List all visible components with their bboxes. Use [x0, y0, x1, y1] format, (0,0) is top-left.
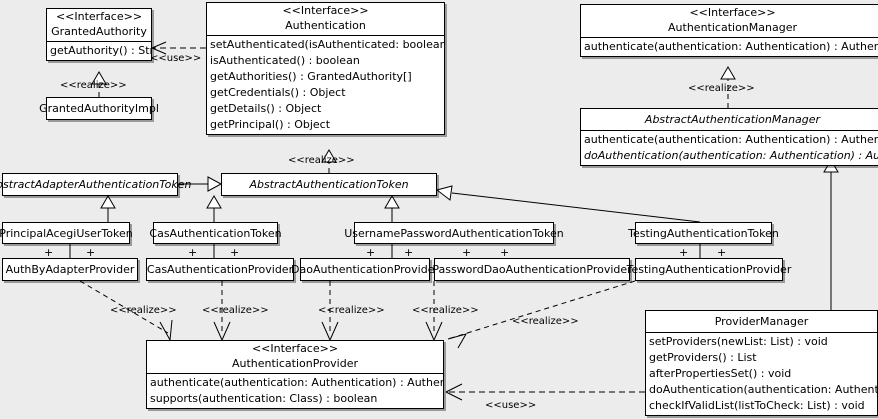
class-name: DaoAuthenticationProvider [291, 263, 439, 276]
operation: checkIfValidList(listToCheck: List) : vo… [649, 399, 865, 412]
class-abstract-adapter-authentication-token[interactable]: AbstractAdapterAuthenticationToken [0, 173, 191, 196]
class-header: <<Interface>> Authentication [207, 3, 444, 35]
class-name: ProviderManager [714, 315, 809, 328]
edge-generalize-providermanager [823, 159, 839, 310]
operations-compartment: authenticate(authentication: Authenticat… [581, 37, 878, 56]
edge-generalize-usernamepasswordtoken [384, 195, 400, 222]
class-granted-authority-impl[interactable]: GrantedAuthorityImpl [39, 97, 159, 120]
class-dao-authentication-provider[interactable]: DaoAuthenticationProvider [291, 258, 439, 281]
class-header: <<Interface>> AuthenticationManager [581, 5, 878, 37]
operation: getDetails() : Object [210, 102, 322, 115]
edge-label-realize-dao-authentication-provider: <<realize>> [318, 305, 385, 316]
operation: authenticate(authentication: Authenticat… [150, 376, 443, 389]
edge-use-providermanager-authenticationprovider [445, 383, 645, 401]
class-stereotype: <<Interface>> [689, 6, 776, 19]
class-header: AbstractAuthenticationManager [581, 109, 878, 130]
class-name: Authentication [285, 19, 366, 32]
class-name: AuthByAdapterProvider [5, 263, 135, 276]
association-plus: + [188, 246, 198, 259]
class-principal-acegi-user-token[interactable]: PrincipalAcegiUserToken [0, 222, 133, 244]
association-plus: + [462, 246, 472, 259]
class-stereotype: <<Interface>> [282, 4, 369, 17]
operation: getAuthority() : String [50, 44, 151, 57]
edge-label-realize-abstract-authentication-manager: <<realize>> [688, 83, 755, 94]
association-plus: + [366, 246, 376, 259]
class-abstract-authentication-manager[interactable]: AbstractAuthenticationManager authentica… [580, 108, 878, 166]
class-cas-authentication-token[interactable]: CasAuthenticationToken [149, 222, 282, 244]
operation: setProviders(newList: List) : void [649, 335, 828, 348]
operations-compartment: setAuthenticated(isAuthenticated: boolea… [207, 35, 444, 134]
class-authentication[interactable]: <<Interface>> Authentication setAuthenti… [206, 2, 445, 135]
edge-label-realize-auth-by-adapter-provider: <<realize>> [110, 305, 177, 316]
operation: authenticate(authentication: Authenticat… [584, 133, 878, 146]
class-username-password-authentication-token[interactable]: UsernamePasswordAuthenticationToken [344, 222, 564, 244]
class-name: UsernamePasswordAuthenticationToken [344, 226, 564, 240]
edge-label-realize-abstract-authentication-token: <<realize>> [288, 155, 355, 166]
class-stereotype: <<Interface>> [251, 342, 339, 355]
edge-label-realize-cas-authentication-provider: <<realize>> [202, 305, 269, 316]
operations-compartment: authenticate(authentication: Authenticat… [581, 130, 878, 165]
class-name: PasswordDaoAuthenticationProvider [432, 263, 632, 276]
class-header: ProviderManager [646, 311, 877, 332]
class-name: GrantedAuthority [51, 25, 147, 38]
class-name: AbstractAdapterAuthenticationToken [0, 178, 192, 191]
class-header: <<Interface>> AuthenticationProvider [147, 341, 443, 373]
class-authentication-manager[interactable]: <<Interface>> AuthenticationManager auth… [580, 4, 878, 57]
class-name: CasAuthenticationToken [149, 226, 282, 240]
operation: getAuthorities() : GrantedAuthority[] [210, 70, 412, 83]
edge-generalize-testingauthenticationtoken [435, 185, 701, 223]
operation: doAuthentication(authentication: Authent… [584, 149, 878, 162]
association-plus: + [44, 246, 54, 259]
operation: isAuthenticated() : boolean [210, 54, 360, 67]
operation: supports(authentication: Class) : boolea… [150, 392, 378, 405]
class-abstract-authentication-token[interactable]: AbstractAuthenticationToken [221, 173, 437, 196]
class-cas-authentication-provider[interactable]: CasAuthenticationProvider [146, 258, 294, 281]
edge-label-realize-granted-authority-impl: <<realize>> [60, 80, 127, 91]
class-authentication-provider[interactable]: <<Interface>> AuthenticationProvider aut… [146, 340, 444, 409]
operation: doAuthentication(authentication: Authent… [649, 383, 877, 396]
operation: setAuthenticated(isAuthenticated: boolea… [210, 38, 444, 51]
operation: getProviders() : List [649, 351, 757, 364]
association-plus: + [230, 246, 240, 259]
edge-generalize-principalacegiusertoken [100, 195, 116, 222]
class-name: GrantedAuthorityImpl [39, 102, 159, 115]
class-password-dao-authentication-provider[interactable]: PasswordDaoAuthenticationProvider [432, 258, 632, 281]
edge-label-use-authentication-granted-authority: <<use>> [150, 53, 202, 64]
class-name: AuthenticationProvider [231, 357, 359, 370]
class-auth-by-adapter-provider[interactable]: AuthByAdapterProvider [2, 258, 138, 281]
operations-compartment: setProviders(newList: List) : void getPr… [646, 332, 877, 415]
class-testing-authentication-provider[interactable]: TestingAuthenticationProvider [627, 258, 791, 281]
class-name: TestingAuthenticationProvider [626, 263, 792, 276]
class-stereotype: <<Interface>> [55, 10, 143, 23]
operation: getCredentials() : Object [210, 86, 346, 99]
association-plus: + [679, 246, 689, 259]
operation: afterPropertiesSet() : void [649, 367, 792, 380]
class-name: PrincipalAcegiUserToken [0, 226, 133, 240]
operations-compartment: getAuthority() : String [47, 41, 151, 60]
class-name: CasAuthenticationProvider [146, 263, 294, 276]
operation: authenticate(authentication: Authenticat… [584, 40, 878, 53]
class-name: AbstractAuthenticationManager [644, 113, 821, 126]
class-granted-authority[interactable]: <<Interface>> GrantedAuthority getAuthor… [46, 8, 152, 61]
class-provider-manager[interactable]: ProviderManager setProviders(newList: Li… [645, 310, 878, 416]
class-header: <<Interface>> GrantedAuthority [47, 9, 151, 41]
operations-compartment: authenticate(authentication: Authenticat… [147, 373, 443, 408]
association-plus: + [500, 246, 510, 259]
class-name: AuthenticationManager [668, 21, 797, 34]
edge-generalize-casauthenticationtoken [206, 195, 222, 222]
association-plus: + [86, 246, 96, 259]
association-plus: + [404, 246, 414, 259]
class-name: AbstractAuthenticationToken [249, 178, 409, 191]
class-testing-authentication-token[interactable]: TestingAuthenticationToken [628, 222, 779, 244]
association-plus: + [717, 246, 727, 259]
edge-label-realize-password-dao-authentication-provider: <<realize>> [412, 305, 479, 316]
edge-label-use-provider-manager: <<use>> [485, 400, 537, 411]
edge-label-realize-testing-authentication-provider: <<realize>> [512, 316, 579, 327]
class-name: TestingAuthenticationToken [628, 226, 779, 240]
operation: getPrincipal() : Object [210, 118, 331, 131]
